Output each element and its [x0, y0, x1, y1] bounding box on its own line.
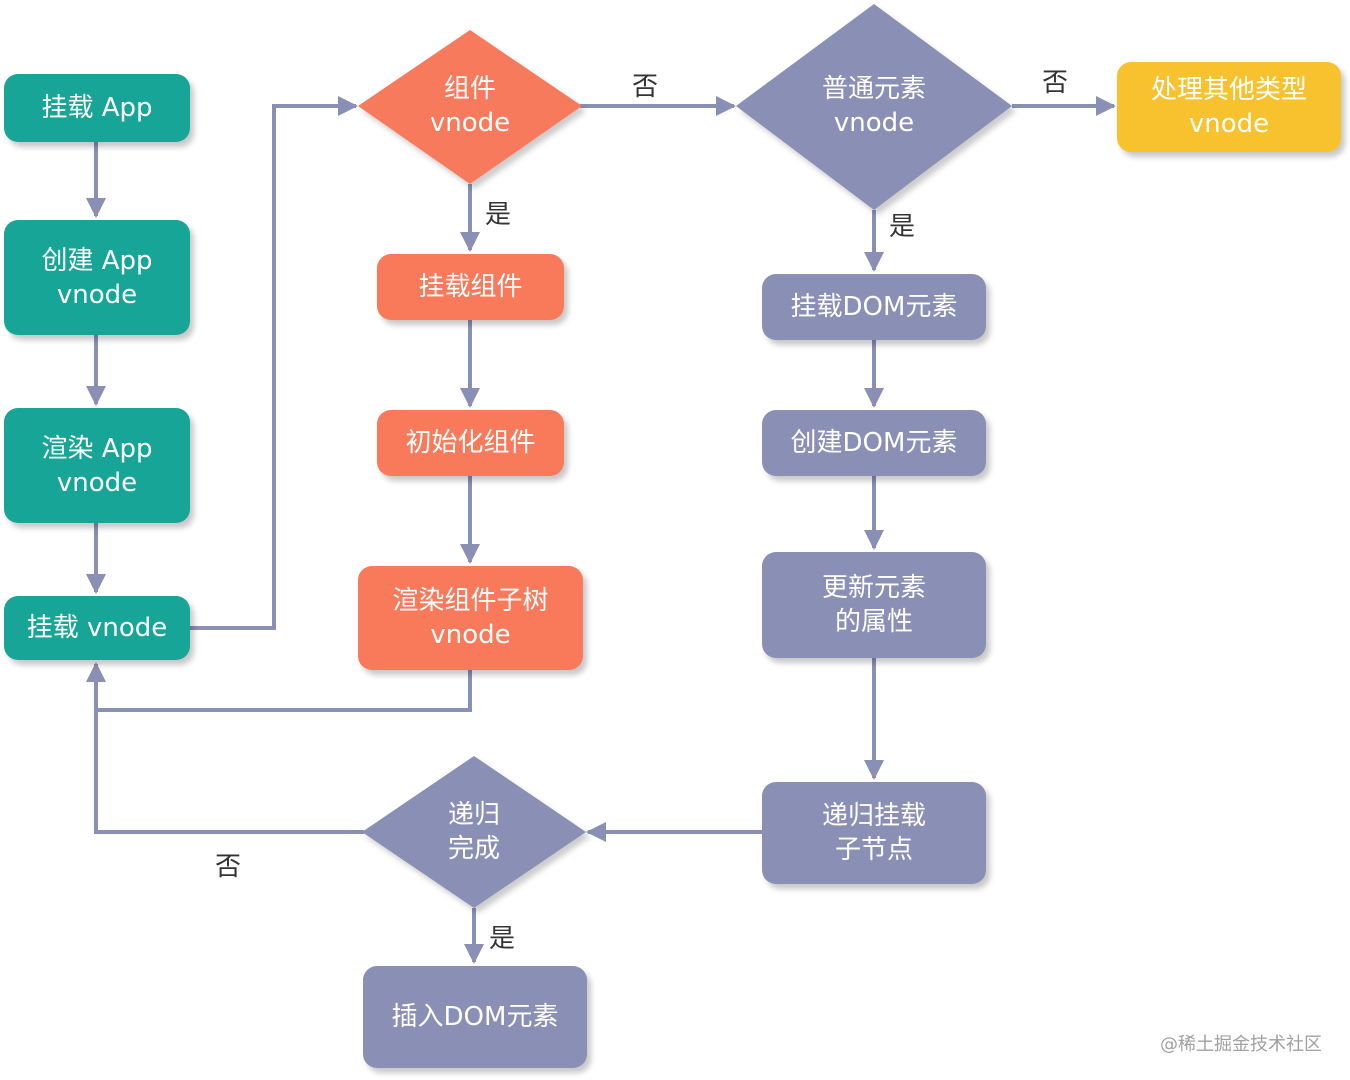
decision-element-vnode-label: 普通元素 vnode — [821, 74, 926, 138]
decision-recursion-done-shape — [362, 756, 586, 908]
decision-component-vnode-shape — [358, 30, 582, 184]
edge-subtree-back-to-mount-vnode — [96, 670, 472, 712]
edge-label-element-yes: 是 — [889, 212, 916, 242]
node-init-component: 初始化组件 — [377, 410, 564, 476]
decision-element-vnode-shape — [736, 4, 1012, 210]
node-render-subtree-vnode: 渲染组件子树 vnode — [358, 566, 583, 670]
edge-label-component-yes: 是 — [485, 200, 512, 230]
node-mount-children-recursive: 递归挂载 子节点 — [762, 782, 986, 884]
node-create-app-vnode: 创建 App vnode — [4, 220, 190, 335]
node-insert-dom-element: 插入DOM元素 — [363, 966, 587, 1068]
node-mount-component: 挂载组件 — [377, 254, 564, 320]
node-mount-app: 挂载 App — [4, 74, 190, 142]
node-handle-other-vnode: 处理其他类型 vnode — [1117, 62, 1341, 152]
edge-label-element-no: 否 — [1042, 68, 1069, 98]
decision-recursion-done-label: 递归 完成 — [447, 800, 500, 864]
edge-mount-vnode-to-component-check — [190, 96, 358, 630]
node-create-dom-element: 创建DOM元素 — [762, 410, 986, 476]
edge-label-recursion-yes: 是 — [489, 924, 516, 954]
decision-component-vnode-label: 组件 vnode — [429, 74, 511, 138]
node-mount-dom-element: 挂载DOM元素 — [762, 274, 986, 340]
node-update-element-props: 更新元素 的属性 — [762, 552, 986, 658]
edge-label-component-no: 否 — [632, 72, 659, 102]
node-mount-vnode: 挂载 vnode — [4, 596, 190, 660]
edge-label-recursion-no: 否 — [215, 852, 242, 882]
edge-recursion-no — [86, 662, 364, 834]
watermark: @稀土掘金技术社区 — [1160, 1034, 1322, 1055]
node-render-app-vnode: 渲染 App vnode — [4, 408, 190, 523]
